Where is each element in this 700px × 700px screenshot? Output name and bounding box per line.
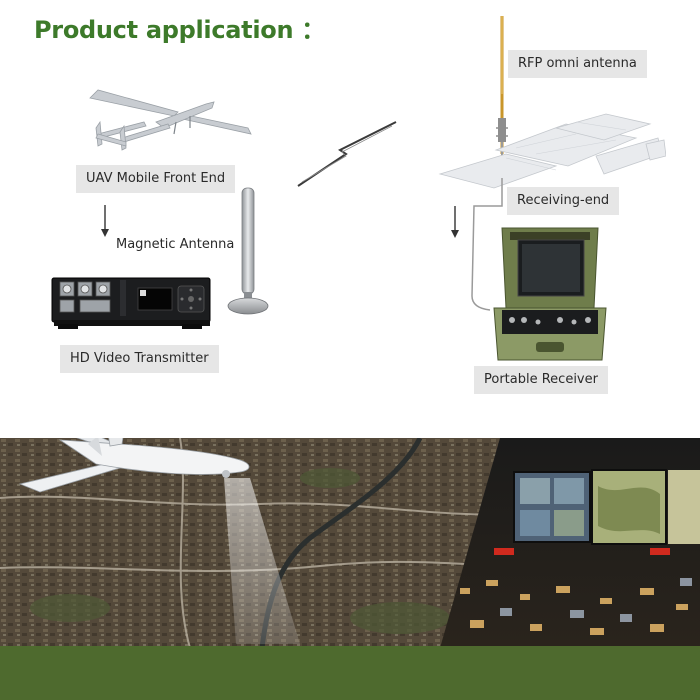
arrow-down-icon	[101, 205, 109, 237]
antenna-cable	[471, 178, 503, 311]
signal-lightning-icon	[297, 121, 397, 187]
uav-front-end-label: UAV Mobile Front End	[76, 165, 236, 193]
aerial-city-scene	[0, 438, 700, 648]
arrow-down-icon	[451, 206, 459, 238]
transmitter-box-icon	[51, 277, 211, 329]
drone-icon	[18, 438, 250, 493]
receiver-case-icon	[493, 227, 607, 361]
portable-receiver-label: Portable Receiver	[474, 366, 608, 394]
rfp-omni-antenna-label: RFP omni antenna	[508, 50, 647, 78]
uav-plane-icon	[89, 89, 252, 151]
magnetic-antenna-icon	[227, 187, 269, 315]
building-icon	[438, 113, 666, 189]
page-title: Product application ：	[34, 16, 325, 44]
bottom-band	[0, 646, 700, 700]
hd-video-transmitter-label: HD Video Transmitter	[60, 345, 219, 373]
magnetic-antenna-label: Magnetic Antenna	[116, 237, 235, 252]
receiving-end-label: Receiving-end	[507, 187, 620, 215]
